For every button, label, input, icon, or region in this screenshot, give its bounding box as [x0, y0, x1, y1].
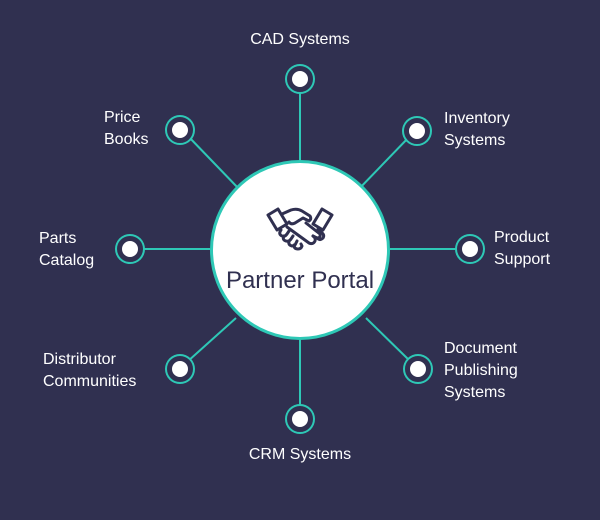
label-inventory: Inventory Systems: [444, 110, 510, 149]
connector-distributor: [186, 317, 237, 363]
node-price-books: [167, 117, 193, 143]
label-document-publishing: Document Publishing Systems: [444, 340, 518, 401]
partner-portal-hub: Partner Portal: [210, 160, 390, 340]
node-parts-catalog: [117, 236, 143, 262]
label-parts-catalog: Parts Catalog: [39, 230, 95, 269]
connector-document-publishing: [365, 317, 412, 363]
label-crm: CRM Systems: [248, 446, 352, 463]
hub-title: Partner Portal: [225, 267, 375, 294]
connector-price-books: [186, 134, 241, 191]
node-cad: [287, 66, 313, 92]
node-product-support: [457, 236, 483, 262]
node-document-publishing: [405, 356, 431, 382]
label-price-books: Price Books: [104, 109, 149, 148]
node-inventory: [404, 118, 430, 144]
node-crm: [287, 406, 313, 432]
node-distributor: [167, 356, 193, 382]
label-cad: CAD Systems: [250, 31, 350, 48]
label-distributor: Distributor Communities: [43, 351, 137, 390]
handshake-icon: [266, 207, 334, 251]
connector-inventory: [355, 134, 412, 193]
label-product-support: Product Support: [494, 229, 551, 268]
